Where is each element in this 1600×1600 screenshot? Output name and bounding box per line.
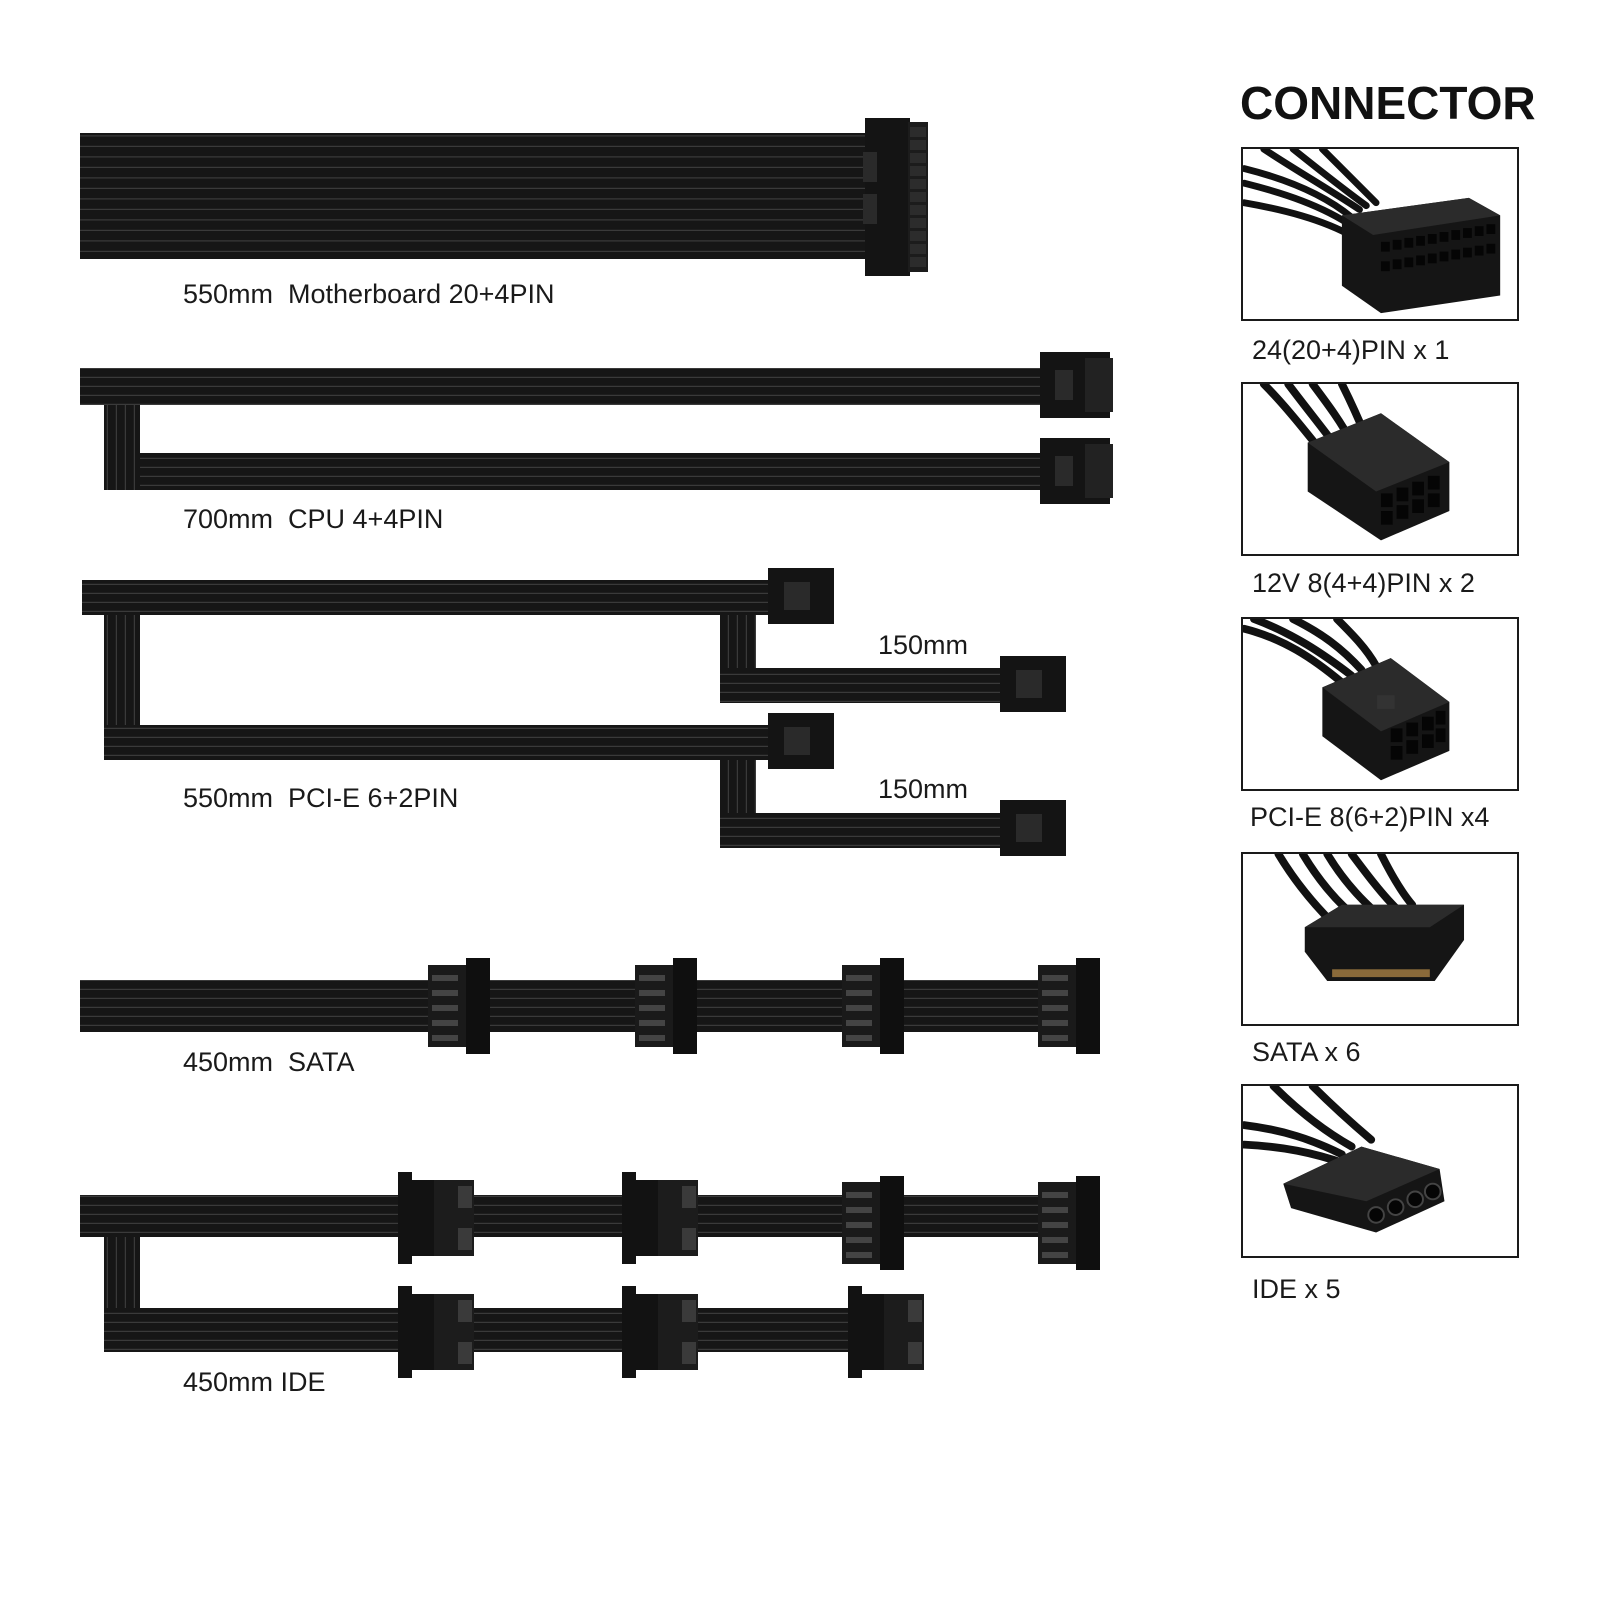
cpu-cable [80,352,1113,504]
pcie-branch-2-length-label: 150mm [878,774,969,804]
pcie-8pin-connector-label: PCI-E 8(6+2)PIN x4 [1250,802,1490,832]
pcie-connector-1 [768,568,834,624]
ide-connector-4 [622,1286,698,1378]
sata-connector-3 [842,958,904,1054]
ide-cable [80,1172,1100,1378]
pcie-wire-branch-1 [720,668,1000,703]
ide-connector-2 [622,1172,698,1264]
sata-connector-6 [1038,1176,1100,1270]
cpu-cable-label: 700mm CPU 4+4PIN [183,504,444,534]
pcie-wire-second [104,725,770,760]
sata-connector-5 [842,1176,904,1270]
cpu-wire-main [80,368,1040,405]
ide-connector-1 [398,1172,474,1264]
ide-connector-5 [848,1286,924,1378]
cpu-8pin-connector-label: 12V 8(4+4)PIN x 2 [1252,568,1475,598]
sata-cable-label: 450mm SATA [183,1047,355,1077]
sata-connector-1 [428,958,490,1054]
pcie-8pin-connector-icon [1241,617,1519,791]
motherboard-cable-label: 550mm Motherboard 20+4PIN [183,279,555,309]
atx-24pin-connector [863,118,928,276]
ide-wire-main [80,1195,1100,1237]
motherboard-wire-bundle [80,133,865,259]
atx-24pin-connector-label: 24(20+4)PIN x 1 [1252,335,1450,365]
cpu-connector-2 [1040,438,1113,504]
ide-molex-connector-icon [1241,1084,1519,1258]
pcie-cable-label: 550mm PCI-E 6+2PIN [183,783,459,813]
sata-cable [80,958,1100,1054]
sata-connector-4 [1038,958,1100,1054]
ide-cable-label: 450mm IDE [183,1367,326,1397]
pcie-wire-main [82,580,770,615]
pcie-connector-3 [768,713,834,769]
ide-wire-second [104,1308,924,1352]
pcie-cable [82,568,1066,856]
pcie-connector-2 [1000,656,1066,712]
ide-connector-3 [398,1286,474,1378]
pcie-connector-4 [1000,800,1066,856]
atx-24pin-connector-icon [1241,147,1519,321]
cpu-connector-1 [1040,352,1113,418]
connector-panel-title: CONNECTOR [1240,77,1536,129]
sata-wire-bundle [80,980,1100,1032]
sata-connector-icon [1241,852,1519,1026]
cpu-wire-branch [104,405,1040,490]
sata-connector-label: SATA x 6 [1252,1037,1361,1067]
motherboard-cable [80,118,928,276]
ide-connector-label: IDE x 5 [1252,1274,1341,1304]
cpu-8pin-connector-icon [1241,382,1519,556]
pcie-wire-branch-2 [720,813,1000,848]
pcie-branch-1-length-label: 150mm [878,630,969,660]
sata-connector-2 [635,958,697,1054]
